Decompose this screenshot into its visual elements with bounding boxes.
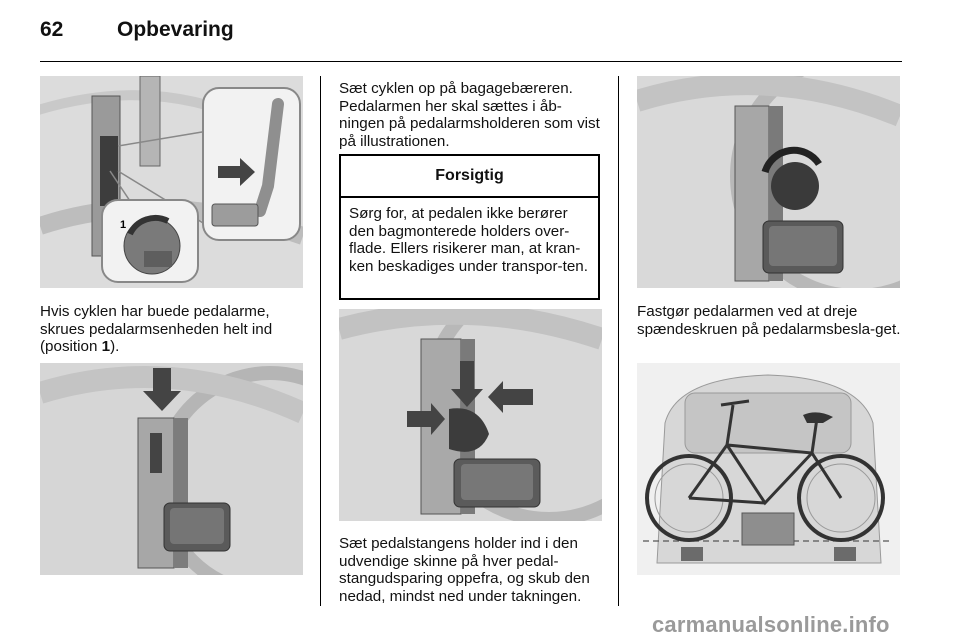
caution-box: Forsigtig Sørg for, at pedalen ikke berø… [339,154,600,300]
column-divider-right [618,76,619,606]
illustration-pedal-arm-detail: 1 [40,76,303,288]
position-number: 1 [101,338,111,355]
chapter-title: Opbevaring [117,18,234,41]
illustration-clamp-knob [637,76,900,288]
column3-paragraph: Fastgør pedalarmen ved at dreje spændesk… [637,303,901,338]
illustration-holder-arrows [339,309,602,521]
header-rule [40,61,902,62]
footer-watermark: carmanualsonline.info [652,612,890,637]
column1-paragraph: Hvis cyklen har buede pedalarme, skrues … [40,303,305,356]
page-header: 62 Opbevaring [40,18,234,48]
illustration-holder-insert [40,363,303,575]
page-number: 62 [40,18,64,41]
column1-paragraph-text-b: ). [110,338,120,355]
position-marker-label: 1 [120,219,126,231]
column2-paragraph-top: Sæt cyklen op på bagagebæreren. Pedalarm… [339,80,600,150]
illustration-bike-on-carrier [637,363,900,575]
column-divider-left [320,76,321,606]
caution-text: Sørg for, at pedalen ikke berører den ba… [349,205,588,275]
column2-paragraph-bottom: Sæt pedalstangens holder ind i den udven… [339,535,590,605]
caution-title: Forsigtig [341,156,598,198]
column1-paragraph-text-a: Hvis cyklen har buede pedalarme, skrues … [40,303,273,355]
